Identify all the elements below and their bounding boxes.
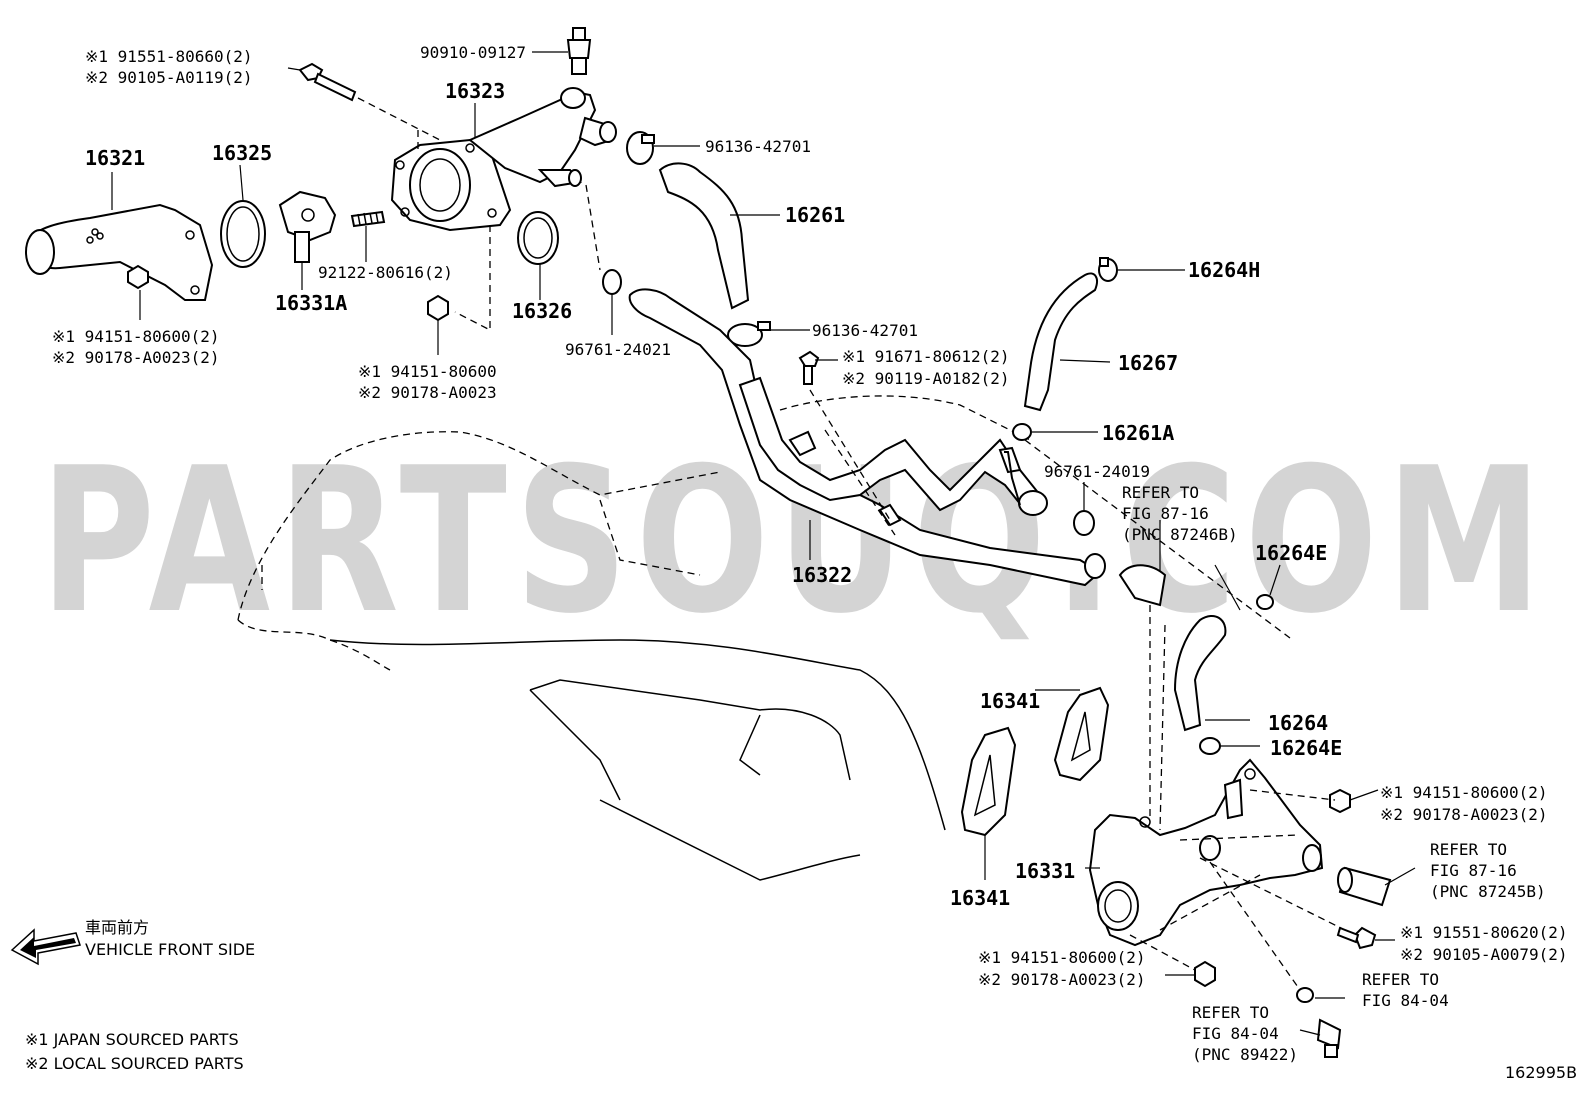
refer-87246B-line2: FIG 87-16: [1122, 504, 1209, 523]
refer-87246B-line1: REFER TO: [1122, 483, 1199, 502]
callout-90119-A0182: ※2 90119-A0182(2): [842, 369, 1010, 388]
refer-89422-line2: FIG 84-04: [1192, 1024, 1279, 1043]
o-ring-96761-24019-icon: [1073, 510, 1095, 536]
callout-16261A: 16261A: [1102, 421, 1174, 445]
gasket-16325-icon: [220, 200, 266, 268]
assembly-lines: [357, 97, 1346, 991]
refer-8404-line1: REFER TO: [1362, 970, 1439, 989]
thermostat-16331A-icon: [278, 190, 337, 263]
diagram-code: 162995B: [1505, 1063, 1577, 1082]
callout-16264: 16264: [1268, 711, 1328, 735]
part-16331-water-inlet: [1088, 758, 1324, 947]
pipe-16322-icon: [628, 288, 1106, 587]
callout-94151-80600: ※1 94151-80600: [358, 362, 497, 381]
nut-icon: [427, 294, 449, 322]
refer-87245B-line1: REFER TO: [1430, 840, 1507, 859]
temperature-sensor-icon: [1316, 1018, 1342, 1058]
hose-16264-upper-icon: [1118, 564, 1167, 607]
callout-16325: 16325: [212, 141, 272, 165]
callout-16264E-b: 16264E: [1270, 736, 1342, 760]
callout-91551-80660: ※1 91551-80660(2): [85, 47, 253, 66]
clamp-16264E-icon: [1199, 594, 1274, 755]
direction-label-jp: 車両前方: [85, 918, 149, 937]
callout-16322: 16322: [792, 563, 852, 587]
callout-16264H: 16264H: [1188, 258, 1260, 282]
gasket-16341-upper-icon: [1053, 686, 1110, 782]
clamp-16264H-icon: [1098, 257, 1118, 282]
bolt-91551-80620-icon: [1336, 926, 1377, 950]
engine-block-outline: [237, 395, 1031, 881]
clamp-96136-icon: [727, 321, 771, 347]
clamp-96136-icon: [626, 131, 655, 165]
legend-japan-sourced: ※1 JAPAN SOURCED PARTS: [25, 1030, 239, 1049]
callout-16331A: 16331A: [275, 291, 347, 315]
callout-16321: 16321: [85, 146, 145, 170]
callout-96136-42701-b: 96136-42701: [812, 321, 918, 340]
callout-16323: 16323: [445, 79, 505, 103]
nut-icon: [127, 264, 149, 290]
refer-87245B-line3: (PNC 87245B): [1430, 882, 1546, 901]
hose-16261-icon: [658, 162, 750, 310]
washer-icon: [1296, 987, 1314, 1003]
hose-16267-icon: [1023, 272, 1098, 412]
callout-90105-A0079: ※2 90105-A0079(2): [1400, 945, 1568, 964]
gasket-16341-lower-icon: [960, 726, 1017, 837]
bolt-91671-icon: [798, 350, 820, 385]
leader-lines: [111, 51, 1416, 1036]
callout-96761-24019: 96761-24019: [1044, 462, 1150, 481]
hose-16264-icon: [1173, 615, 1227, 732]
callout-90178-A0023-2a: ※2 90178-A0023(2): [52, 348, 220, 367]
callout-16341-a: 16341: [980, 689, 1040, 713]
clamp-16261A-icon: [1012, 423, 1032, 441]
nut-icon: [1194, 960, 1216, 988]
callout-90178-A0023: ※2 90178-A0023: [358, 383, 497, 402]
callout-91671-80612: ※1 91671-80612(2): [842, 347, 1010, 366]
callout-90910-09127: 90910-09127: [420, 43, 526, 62]
vehicle-front-arrow-icon: [10, 928, 81, 966]
part-16321-water-inlet-pipe: [25, 203, 214, 301]
legend-local-sourced: ※2 LOCAL SOURCED PARTS: [25, 1054, 244, 1073]
o-ring-96761-24021-icon: [602, 269, 622, 295]
callout-91551-80620: ※1 91551-80620(2): [1400, 923, 1568, 942]
callout-94151-80600-2b: ※1 94151-80600(2): [1380, 783, 1548, 802]
callout-96761-24021: 96761-24021: [565, 340, 671, 359]
callout-16341-b: 16341: [950, 886, 1010, 910]
callout-96136-42701-a: 96136-42701: [705, 137, 811, 156]
refer-87246B-line3: (PNC 87246B): [1122, 525, 1238, 544]
stud-bolt-icon: [350, 210, 386, 228]
callout-16264E-a: 16264E: [1255, 541, 1327, 565]
refer-87245B-line2: FIG 87-16: [1430, 861, 1517, 880]
callout-16331: 16331: [1015, 859, 1075, 883]
callout-94151-80600-2c: ※1 94151-80600(2): [978, 948, 1146, 967]
callout-90105-A0119: ※2 90105-A0119(2): [85, 68, 253, 87]
part-16323-water-outlet: [390, 87, 617, 232]
bolt-91551-icon: [298, 62, 357, 102]
refer-8404-line2: FIG 84-04: [1362, 991, 1449, 1010]
callout-16326: 16326: [512, 299, 572, 323]
callout-90178-A0023-2c: ※2 90178-A0023(2): [978, 970, 1146, 989]
refer-89422-line1: REFER TO: [1192, 1003, 1269, 1022]
sensor-90910-icon: [566, 27, 592, 75]
callout-94151-80600-2a: ※1 94151-80600(2): [52, 327, 220, 346]
direction-label-en: VEHICLE FRONT SIDE: [85, 940, 255, 959]
callout-90178-A0023-2b: ※2 90178-A0023(2): [1380, 805, 1548, 824]
callout-16267: 16267: [1118, 351, 1178, 375]
callout-16261: 16261: [785, 203, 845, 227]
callout-92122-80616: 92122-80616(2): [318, 263, 453, 282]
nut-icon: [1329, 788, 1351, 814]
refer-89422-line3: (PNC 89422): [1192, 1045, 1298, 1064]
